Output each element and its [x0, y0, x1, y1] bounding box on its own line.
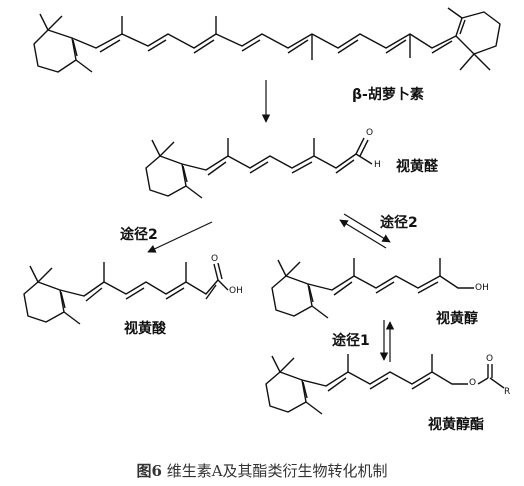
- retinal-H-atom: H: [374, 160, 381, 170]
- retinyl-ester-label: 视黄醇酯: [428, 417, 484, 433]
- beta-carotene-structure: [33, 7, 501, 73]
- pathway-2-left-label: 途径2: [120, 227, 158, 243]
- retinoic-acid-label: 视黄酸: [124, 321, 166, 337]
- retinol-label: 视黄醇: [436, 311, 478, 327]
- retinal-structure: [145, 137, 373, 199]
- figure-caption: 图6 维生素A及其酯类衍生物转化机制: [0, 460, 524, 481]
- ester-O-atom: O: [469, 378, 477, 388]
- reaction-arrows: [147, 80, 395, 362]
- retinal-O-atom: O: [366, 128, 374, 138]
- arrow-retinal-to-acid: [147, 221, 213, 253]
- retinal-label: 视黄醛: [396, 159, 438, 175]
- figure-number: 图6: [136, 462, 162, 480]
- retinol-OH-atom: OH: [475, 283, 489, 293]
- arrow-retinol-to-retinal: [339, 219, 387, 249]
- retinol-structure: [271, 258, 474, 319]
- retinyl-ester-structure: [265, 354, 505, 415]
- pathway-1-label: 途径1: [332, 333, 370, 349]
- retinoic-acid-structure: [23, 262, 229, 325]
- acid-O-atom: O: [211, 254, 219, 264]
- pathway-2-right-label: 途径2: [380, 215, 418, 231]
- arrow-retinal-to-retinol: [343, 213, 391, 243]
- ester-carbonyl-O-atom: O: [486, 354, 494, 364]
- ester-R-atom: R: [504, 387, 511, 397]
- acid-OH-atom: OH: [229, 286, 243, 296]
- beta-carotene-label: β-胡萝卜素: [352, 87, 424, 103]
- figure-caption-text: 维生素A及其酯类衍生物转化机制: [166, 462, 388, 480]
